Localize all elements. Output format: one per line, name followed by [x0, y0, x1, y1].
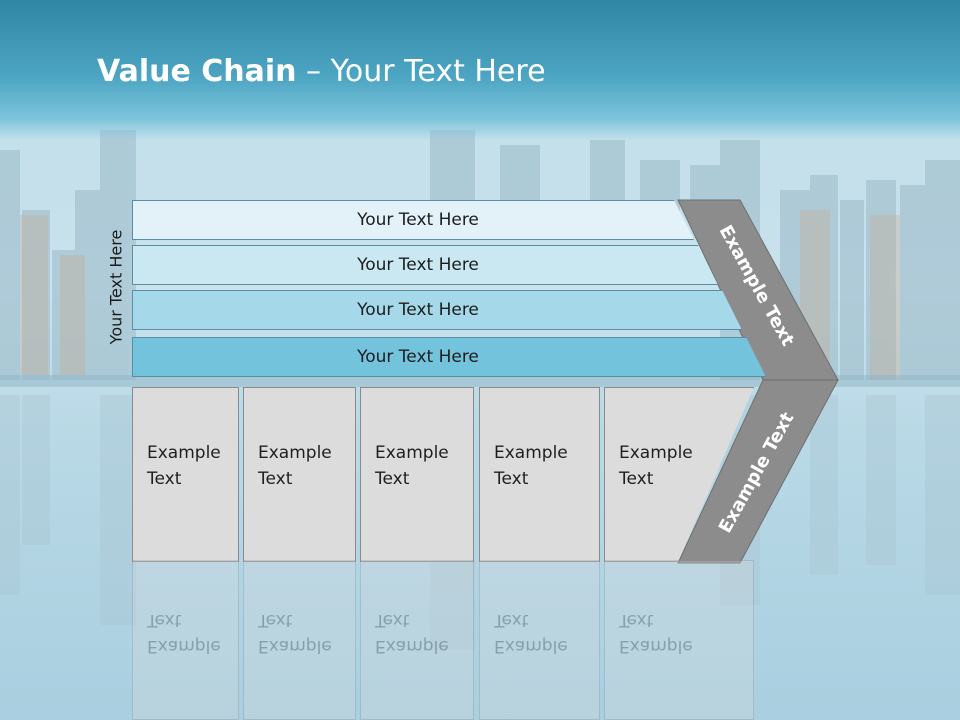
box-4-label: Example Text — [494, 443, 568, 489]
reflection-box-4-label: Example Text — [494, 610, 568, 656]
box-1-label: Example Text — [147, 443, 221, 489]
header-band — [0, 0, 960, 140]
box-1: Example Text — [132, 387, 239, 562]
box-3-label: Example Text — [375, 443, 449, 489]
side-vertical-label: Your Text Here — [96, 222, 136, 352]
bar-4: Your Text Here — [132, 337, 766, 377]
bar-1: Your Text Here — [132, 200, 694, 240]
box-4: Example Text — [479, 387, 600, 562]
reflection-box-1-label: Example Text — [147, 610, 221, 656]
bar-3: Your Text Here — [132, 290, 742, 330]
arrow-upper-label: Example Text — [715, 222, 799, 350]
reflection: Example Text Example Text Example Text E… — [0, 560, 960, 720]
side-label-text: Your Text Here — [106, 229, 126, 345]
bar-2-label: Your Text Here — [357, 255, 479, 275]
reflection-box-5-label: Example Text — [619, 610, 693, 656]
reflection-box-5: Example Text — [604, 560, 754, 720]
bar-4-label: Your Text Here — [357, 347, 479, 367]
title-rest: – Your Text Here — [296, 54, 546, 89]
reflection-box-4: Example Text — [479, 560, 600, 720]
bar-1-label: Your Text Here — [357, 210, 479, 230]
reflection-box-3-label: Example Text — [375, 610, 449, 656]
box-2-label: Example Text — [258, 443, 332, 489]
bar-2: Your Text Here — [132, 245, 718, 285]
reflection-box-3: Example Text — [360, 560, 474, 720]
slide-title: Value Chain – Your Text Here — [97, 54, 546, 89]
box-5-label: Example Text — [619, 443, 693, 489]
box-3: Example Text — [360, 387, 474, 562]
reflection-box-1: Example Text — [132, 560, 239, 720]
bar-3-label: Your Text Here — [357, 300, 479, 320]
title-bold: Value Chain — [97, 54, 297, 89]
reflection-box-2-label: Example Text — [258, 610, 332, 656]
box-2: Example Text — [243, 387, 356, 562]
reflection-box-2: Example Text — [243, 560, 356, 720]
box-5: Example Text — [604, 387, 754, 562]
